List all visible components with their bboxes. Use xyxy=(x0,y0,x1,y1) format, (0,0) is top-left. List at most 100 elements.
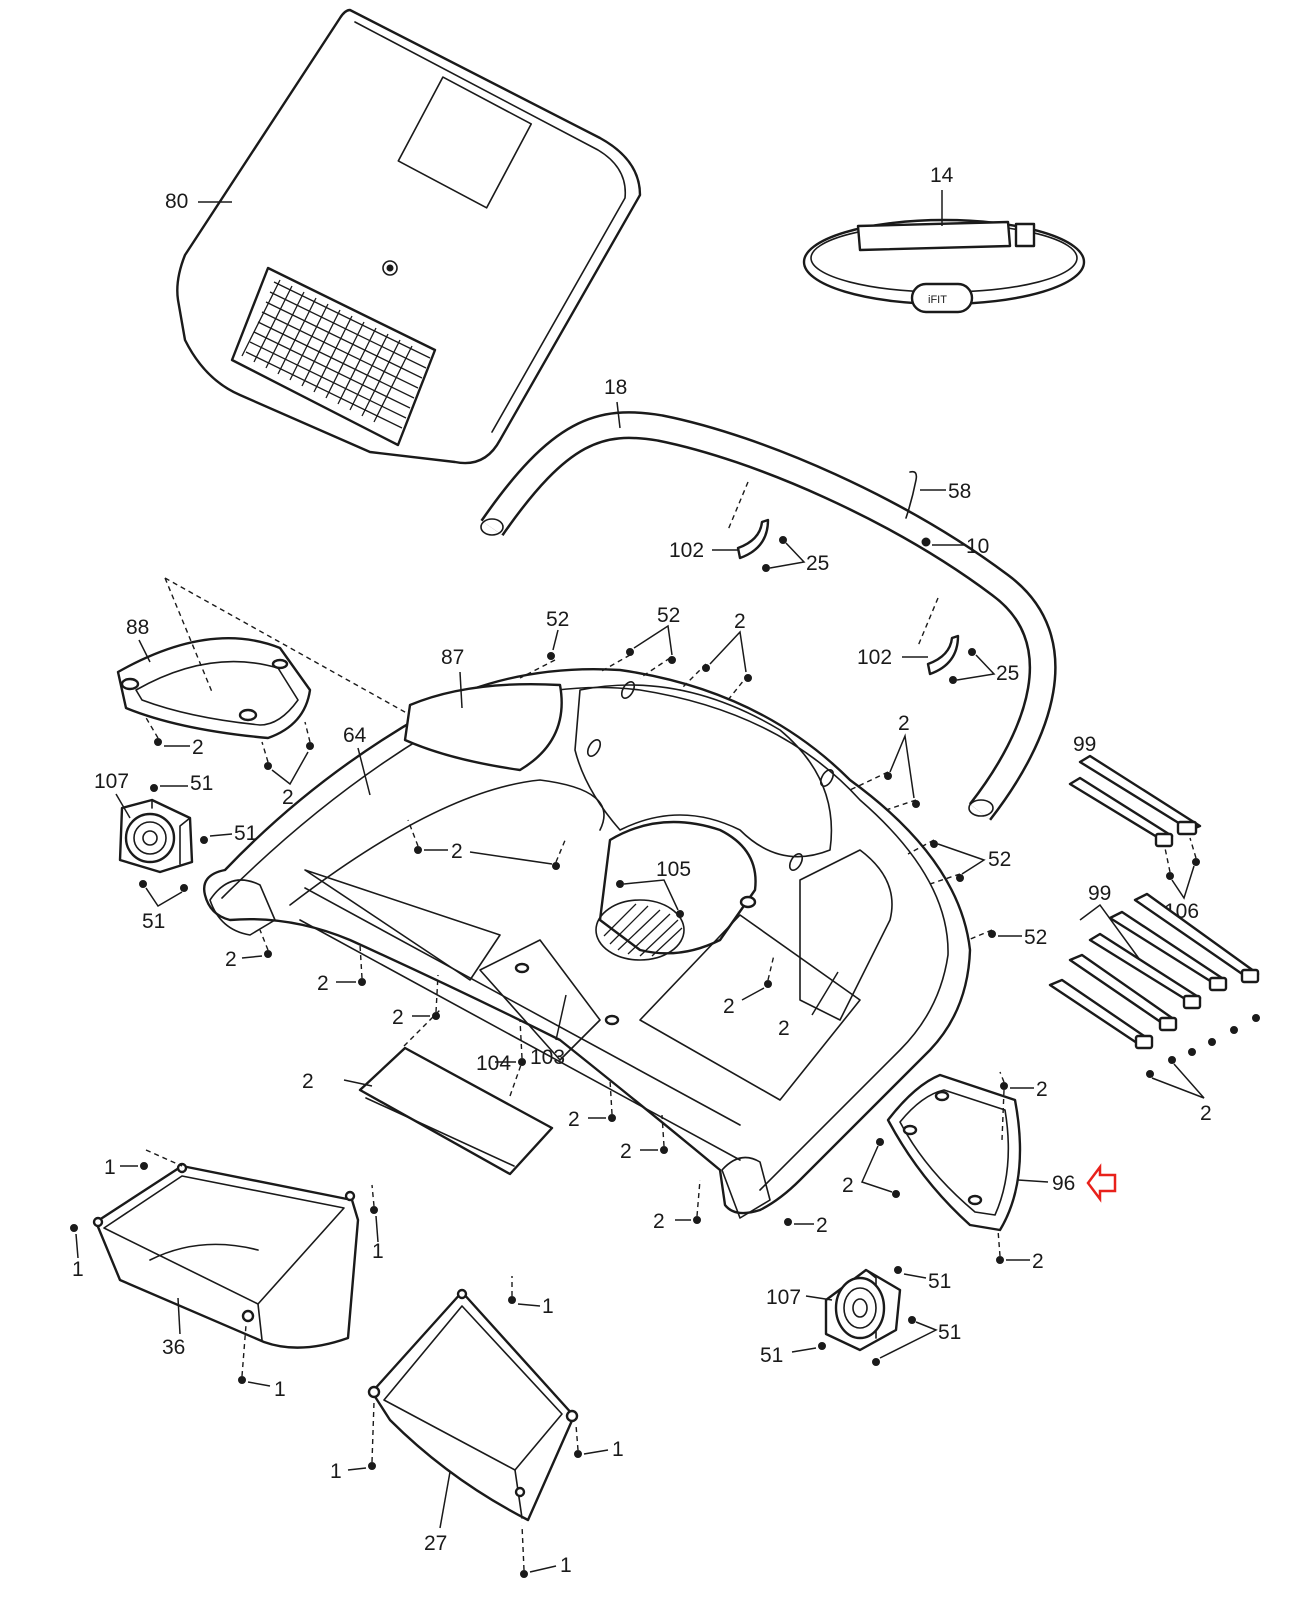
screw-icon xyxy=(70,1224,78,1232)
callout-10: 10 xyxy=(966,535,989,558)
callout-36: 36 xyxy=(162,1336,185,1359)
screw-icon xyxy=(264,762,272,770)
screw-icon xyxy=(547,652,555,660)
screw-icon xyxy=(508,1296,516,1304)
handrail-part xyxy=(480,411,1057,821)
screw-icon xyxy=(238,1376,246,1384)
callout-1-bin36-d: 1 xyxy=(274,1378,286,1401)
screw-icon xyxy=(764,980,772,988)
screw-icon xyxy=(1000,1082,1008,1090)
screw-icon xyxy=(668,656,676,664)
screw-icon xyxy=(264,950,272,958)
rail-screws xyxy=(1146,1014,1260,1078)
bracket-102-upper xyxy=(727,481,787,572)
screw-icon xyxy=(432,1012,440,1020)
bracket-102-lower xyxy=(917,597,976,684)
callout-2-low-b: 2 xyxy=(392,1006,404,1029)
callout-2-base-b: 2 xyxy=(816,1214,828,1237)
screw-icon xyxy=(200,836,208,844)
screw-icon xyxy=(552,862,560,870)
left-speaker-part xyxy=(118,798,194,874)
callout-2-low-e: 105 xyxy=(656,858,691,881)
callout-2-tray96-c: 2 xyxy=(1032,1250,1044,1273)
callout-52-top-b: 52 xyxy=(657,604,680,627)
screw-icon xyxy=(150,784,158,792)
callout-103: 2 xyxy=(778,1017,790,1040)
callout-107-left: 107 xyxy=(94,770,129,793)
callout-96: 96 xyxy=(1052,1172,1075,1195)
callout-51-right-b: 51 xyxy=(938,1321,961,1344)
screw-icon xyxy=(996,1256,1004,1264)
callout-25-upper: 25 xyxy=(806,552,829,575)
screw-icon xyxy=(520,1570,528,1578)
callout-1-bin27-c: 1 xyxy=(330,1460,342,1483)
callout-27: 27 xyxy=(424,1532,447,1555)
base-speaker-grille xyxy=(595,899,685,961)
screw-icon xyxy=(140,1162,148,1170)
callout-52-top-a: 52 xyxy=(546,608,569,631)
callout-2-top: 2 xyxy=(734,610,746,633)
callout-51-left-b: 51 xyxy=(234,822,257,845)
callout-52-right-a: 52 xyxy=(988,848,1011,871)
screw-icon xyxy=(414,846,422,854)
callout-64: 64 xyxy=(343,724,367,747)
callout-58: 58 xyxy=(948,480,971,503)
bin-27-part xyxy=(367,1288,579,1522)
callout-18: 18 xyxy=(604,376,627,399)
right-speaker-part xyxy=(824,1268,902,1352)
callout-51-left-c: 51 xyxy=(142,910,165,933)
callout-51-right-a: 51 xyxy=(928,1270,951,1293)
callout-104: 103 xyxy=(530,1046,565,1069)
callout-99-lower: 99 xyxy=(1088,882,1111,905)
console-cover-part xyxy=(176,8,642,465)
screw-icon xyxy=(574,1450,582,1458)
screw-icon xyxy=(894,1266,902,1274)
callout-2-low-d: 2 xyxy=(723,995,735,1018)
screw-icon xyxy=(1166,872,1174,880)
callout-2-tray-b: 2 xyxy=(282,786,294,809)
callout-2-base-a: 2 xyxy=(653,1210,665,1233)
rail-99-lower xyxy=(1048,892,1260,1050)
screw-icon xyxy=(370,1206,378,1214)
callout-2-low-a: 2 xyxy=(317,972,329,995)
callout-14: 14 xyxy=(930,164,954,187)
callout-2-tray96-a: 2 xyxy=(1036,1078,1048,1101)
callout-2-mid-b: 2 xyxy=(225,948,237,971)
screw-icon xyxy=(154,738,162,746)
screw-icon xyxy=(872,1358,880,1366)
strap-logo: iFIT xyxy=(928,294,947,306)
callout-2-tray-a: 2 xyxy=(192,736,204,759)
callout-88: 88 xyxy=(126,616,149,639)
left-tray-part xyxy=(116,637,312,740)
screw-icon xyxy=(908,1316,916,1324)
screw-icon xyxy=(180,884,188,892)
screw-icon xyxy=(358,978,366,986)
console-speaker-grille xyxy=(241,279,431,429)
callout-102-upper: 102 xyxy=(669,539,704,562)
screw-icon xyxy=(744,674,752,682)
screw-icon xyxy=(368,1462,376,1470)
screw-icon xyxy=(892,1190,900,1198)
screw-icon xyxy=(702,664,710,672)
screw-icon xyxy=(784,1218,792,1226)
callout-1-bin27-b: 1 xyxy=(612,1438,624,1461)
callout-51-left-a: 51 xyxy=(190,772,213,795)
bin-36-part xyxy=(92,1162,360,1349)
screw-icon xyxy=(616,880,624,888)
screw-icon xyxy=(921,537,931,547)
screw-icon xyxy=(1192,858,1200,866)
arrow-left-icon xyxy=(1086,1163,1117,1203)
callout-99-upper: 99 xyxy=(1073,733,1096,756)
callout-80: 80 xyxy=(165,190,188,213)
callout-2-mid-a: 2 xyxy=(451,840,463,863)
wire-part xyxy=(905,470,918,519)
callout-25-lower: 25 xyxy=(996,662,1019,685)
callout-2-right-a: 2 xyxy=(898,712,910,735)
callout-2-low-g: 2 xyxy=(620,1140,632,1163)
callout-1-bin36-b: 1 xyxy=(372,1240,384,1263)
callout-1-bin27-a: 1 xyxy=(542,1295,554,1318)
callout-107-right: 107 xyxy=(766,1286,801,1309)
callout-87: 87 xyxy=(441,646,464,669)
callout-2-low-f: 2 xyxy=(568,1108,580,1131)
screw-icon xyxy=(626,648,634,656)
